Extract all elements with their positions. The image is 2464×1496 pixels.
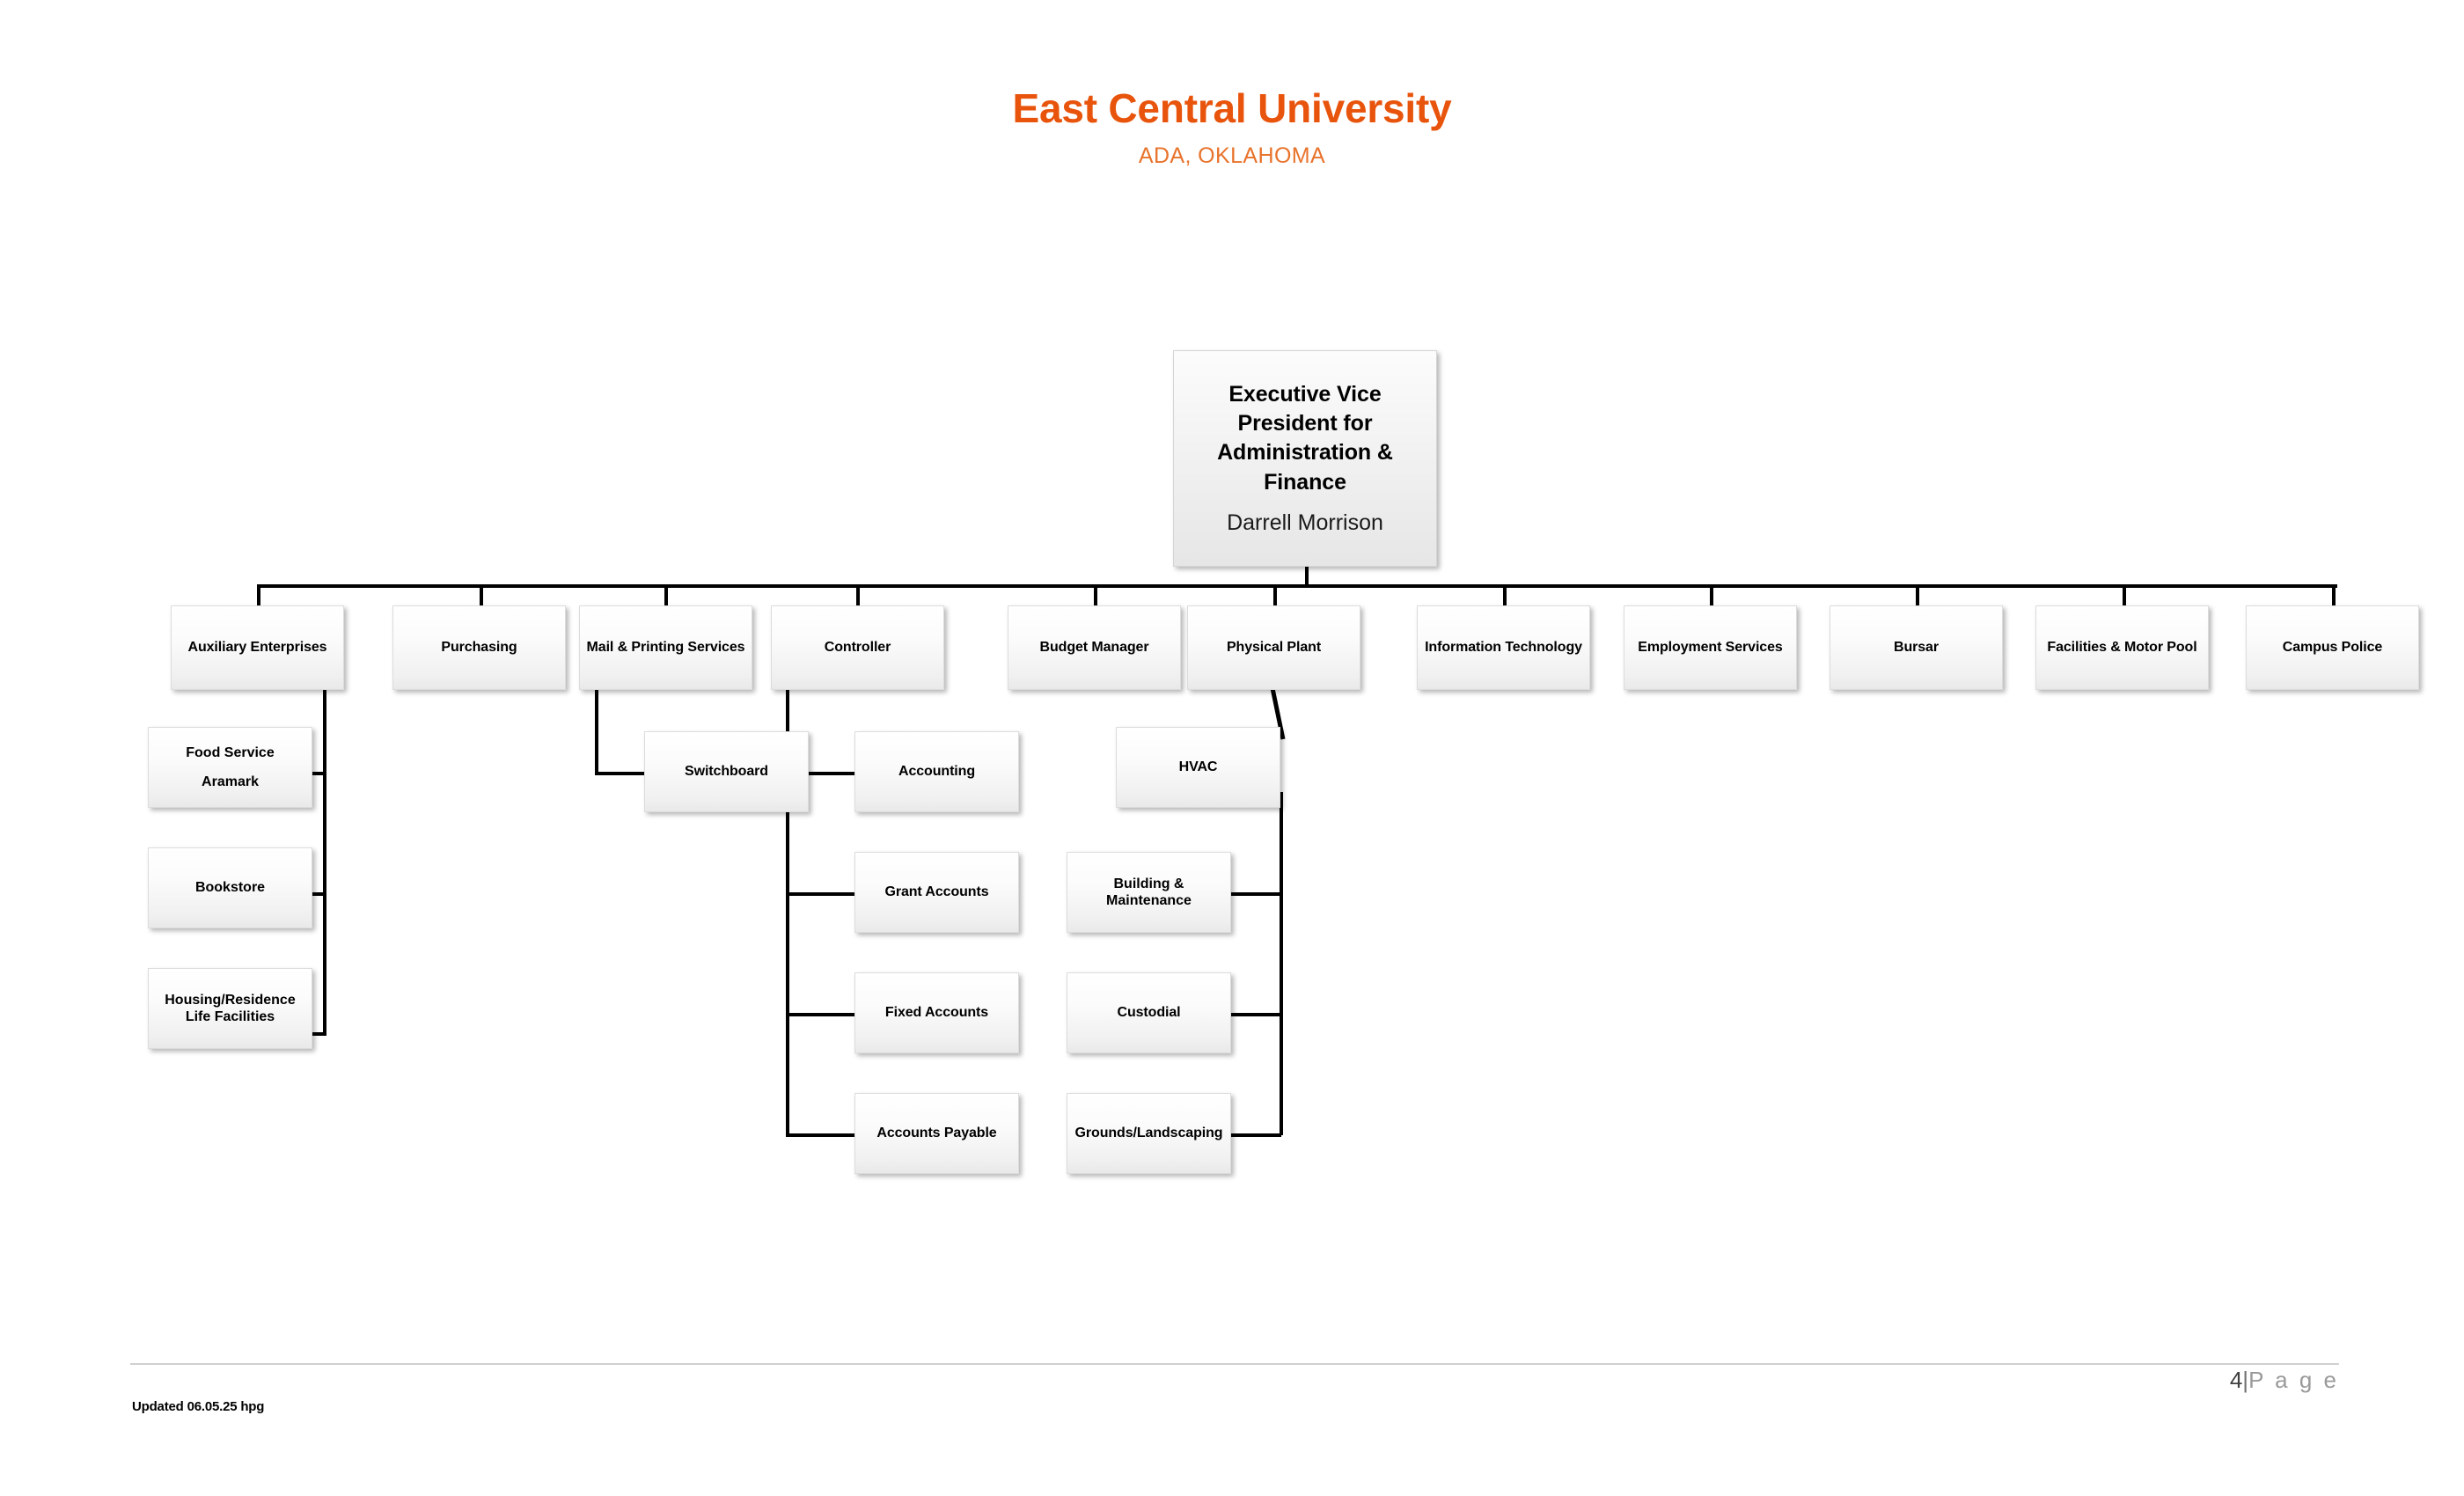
connector-pp-to-grounds (1230, 1133, 1281, 1137)
node-controller[interactable]: Controller (771, 605, 944, 690)
node-label: Bursar (1894, 640, 1939, 656)
node-physical-plant[interactable]: Physical Plant (1187, 605, 1360, 690)
node-label-secondary: Aramark (202, 774, 259, 789)
node-label: Housing/Residence (165, 992, 296, 1008)
connector-drop-campus-police (2332, 584, 2336, 605)
connector-mail-trunk (595, 690, 598, 774)
footer-page-label: P a g e (2248, 1367, 2339, 1393)
node-accounting[interactable]: Accounting (854, 731, 1019, 812)
node-building-maintenance[interactable]: Building & Maintenance (1067, 852, 1231, 933)
node-label: Facilities & Motor Pool (2047, 640, 2197, 656)
node-facilities-motor-pool[interactable]: Facilities & Motor Pool (2035, 605, 2209, 690)
connector-drop-purchasing (480, 584, 483, 605)
connector-drop-it (1503, 584, 1507, 605)
node-label: Food Service (186, 745, 275, 761)
connector-pp-to-custodial (1230, 1013, 1281, 1016)
footer-page-number: 4 (2229, 1367, 2243, 1393)
node-label: Custodial (1117, 1005, 1181, 1021)
node-grant-accounts[interactable]: Grant Accounts (854, 852, 1019, 933)
footer-updated-text: Updated 06.05.25 hpg (132, 1399, 265, 1414)
node-label: Controller (824, 640, 891, 656)
connector-aux-trunk (323, 690, 326, 1036)
connector-physical-plant-stem (1270, 688, 1286, 740)
connector-drop-budget (1094, 584, 1097, 605)
node-label-secondary: Maintenance (1106, 893, 1192, 908)
node-campus-police[interactable]: Campus Police (2246, 605, 2419, 690)
node-label: Fixed Accounts (884, 1005, 989, 1021)
node-auxiliary-enterprises[interactable]: Auxiliary Enterprises (171, 605, 344, 690)
page-title: East Central University (1012, 85, 1452, 131)
connector-controller-to-accounting (786, 772, 854, 775)
footer-page-separator: | (2242, 1367, 2249, 1393)
node-label-secondary: Life Facilities (185, 1009, 275, 1024)
node-employment-services[interactable]: Employment Services (1624, 605, 1797, 690)
connector-drop-employment (1710, 584, 1713, 605)
node-label: Switchboard (685, 764, 768, 780)
node-fixed-accounts[interactable]: Fixed Accounts (854, 972, 1019, 1053)
node-bookstore[interactable]: Bookstore (148, 847, 312, 928)
node-label: Building & (1113, 876, 1184, 891)
connector-drop-controller (856, 584, 860, 605)
node-label: Employment Services (1638, 640, 1783, 656)
node-bursar[interactable]: Bursar (1830, 605, 2003, 690)
page-subtitle: ADA, OKLAHOMA (1138, 143, 1326, 168)
connector-drop-auxiliary (257, 584, 260, 605)
footer-page-indicator: 4|P a g e (2230, 1367, 2339, 1394)
node-label: Accounts Payable (876, 1126, 997, 1141)
footer-divider (130, 1363, 2339, 1365)
connector-pp-trunk (1280, 792, 1283, 1135)
node-executive-vice-president[interactable]: Executive Vice President for Administrat… (1173, 350, 1437, 567)
node-food-service-aramark[interactable]: Food Service Aramark (148, 727, 312, 808)
node-budget-manager[interactable]: Budget Manager (1008, 605, 1181, 690)
connector-mail-to-switchboard (595, 772, 644, 775)
node-label: Accounting (898, 764, 975, 780)
node-label: Campus Police (2282, 640, 2383, 656)
node-label: Information Technology (1425, 639, 1582, 655)
node-label: Physical Plant (1226, 640, 1322, 656)
node-label: HVAC (1178, 759, 1218, 775)
node-housing-residence-life-facilities[interactable]: Housing/Residence Life Facilities (148, 968, 312, 1049)
node-title: Executive Vice President for Administrat… (1217, 381, 1393, 495)
connector-aux-to-food (312, 772, 326, 775)
node-purchasing[interactable]: Purchasing (392, 605, 566, 690)
node-label: Mail & Printing Services (586, 639, 745, 655)
node-hvac[interactable]: HVAC (1116, 727, 1280, 808)
node-label: Budget Manager (1039, 640, 1149, 656)
node-person-name: Darrell Morrison (1227, 510, 1383, 535)
node-label: Grounds/Landscaping (1074, 1126, 1223, 1141)
node-information-technology[interactable]: Information Technology (1417, 605, 1590, 690)
connector-drop-mail (664, 584, 668, 605)
connector-drop-physical-plant (1273, 584, 1277, 605)
connector-drop-bursar (1916, 584, 1919, 605)
connector-aux-to-housing (312, 1032, 326, 1036)
node-label: Grant Accounts (884, 884, 989, 900)
connector-aux-to-bookstore (312, 892, 326, 896)
node-custodial[interactable]: Custodial (1067, 972, 1231, 1053)
connector-root-stem (1305, 567, 1309, 586)
node-label: Purchasing (441, 640, 517, 656)
connector-controller-trunk (786, 690, 789, 1133)
connector-main-bus (257, 584, 2337, 588)
node-accounts-payable[interactable]: Accounts Payable (854, 1093, 1019, 1174)
connector-pp-to-building (1230, 892, 1281, 896)
node-label: Auxiliary Enterprises (187, 640, 327, 656)
connector-controller-to-grant (786, 892, 854, 896)
node-mail-printing-services[interactable]: Mail & Printing Services (579, 605, 752, 690)
connector-controller-to-fixed (786, 1013, 854, 1016)
connector-controller-to-payable (786, 1133, 854, 1137)
node-label: Bookstore (194, 880, 266, 896)
node-switchboard[interactable]: Switchboard (644, 731, 809, 812)
page-header: East Central University ADA, OKLAHOMA (0, 0, 2464, 169)
connector-drop-facilities (2123, 584, 2126, 605)
node-grounds-landscaping[interactable]: Grounds/Landscaping (1067, 1093, 1231, 1174)
